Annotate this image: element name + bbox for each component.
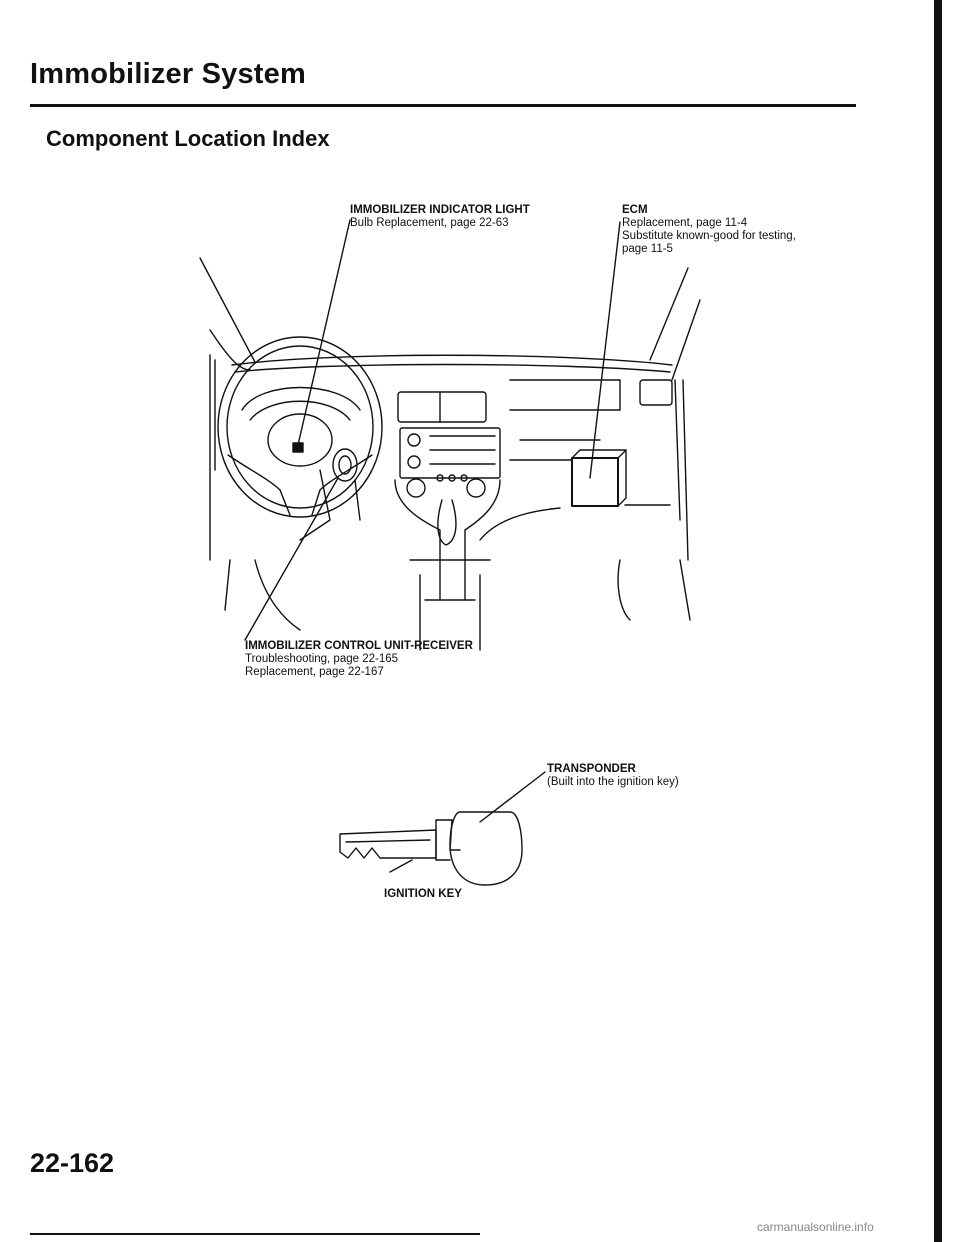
section-title: Component Location Index [46,126,330,151]
right-pillar [649,267,689,361]
ignition-cylinder [332,448,358,482]
callout-line: (Built into the ignition key) [547,776,679,788]
callout-line: Bulb Replacement, page 22-63 [350,217,509,229]
steering-wheel-outer [217,336,383,518]
callout-control-unit: IMMOBILIZER CONTROL UNIT-RECEIVER Troubl… [245,640,473,679]
footer-divider [30,1233,480,1235]
left-pillar [199,257,256,363]
callout-indicator-light: IMMOBILIZER INDICATOR LIGHT Bulb Replace… [350,204,530,230]
page-title: Immobilizer System [30,58,306,90]
leader-ignition-key [389,859,413,873]
callout-line: Substitute known-good for testing, [622,230,796,242]
callout-heading: IMMOBILIZER INDICATOR LIGHT [350,204,530,216]
title-divider [30,104,856,107]
page-number: 22-162 [30,1148,115,1178]
callout-heading: IGNITION KEY [384,888,462,900]
callout-line: page 11-5 [622,243,673,255]
callout-ecm: ECM Replacement, page 11-4 Substitute kn… [622,204,796,256]
ecm-box [571,457,619,507]
leader-ecm [589,221,621,479]
leader-transponder [479,771,546,823]
dash-top [231,354,673,366]
instrument-cluster [241,386,361,411]
ignition-key-drawing [339,771,546,886]
shift-lever [437,499,457,546]
leader-control-unit [244,477,339,641]
callout-line: Replacement, page 11-4 [622,217,748,229]
callout-line: Replacement, page 22-167 [245,666,384,678]
radio-unit [399,427,501,479]
watermark: carmanualsonline.info [757,1220,874,1234]
steering-wheel-inner [226,345,374,509]
callout-transponder: TRANSPONDER (Built into the ignition key… [547,763,679,789]
callout-ignition-key: IGNITION KEY [384,888,462,901]
callout-heading: IMMOBILIZER CONTROL UNIT-RECEIVER [245,640,473,652]
page-edge-bar [934,0,942,1242]
center-vent [397,391,487,423]
callout-heading: TRANSPONDER [547,763,636,775]
callout-heading: ECM [622,204,648,216]
key-blade [339,829,437,859]
callout-line: Troubleshooting, page 22-165 [245,653,399,665]
leader-indicator-light [297,219,351,446]
